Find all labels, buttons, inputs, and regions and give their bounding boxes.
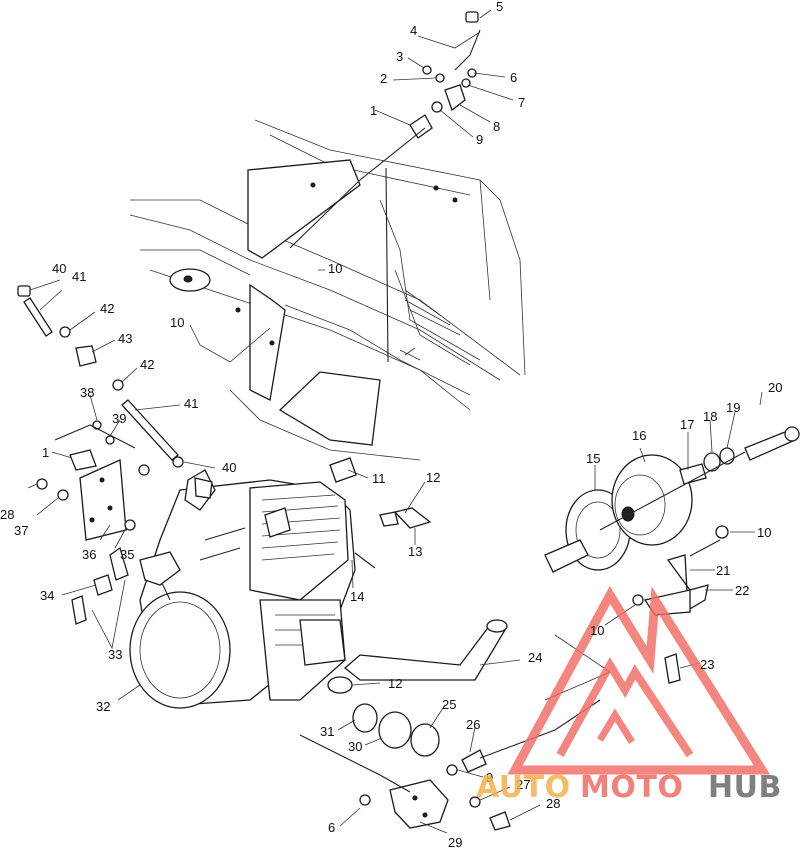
callout-19: 19: [726, 400, 741, 415]
callout-32: 32: [96, 699, 111, 714]
callout-13: 13: [408, 544, 423, 559]
callout-9: 9: [486, 770, 494, 785]
callout-24: 24: [528, 650, 543, 665]
callout-16: 16: [632, 428, 647, 443]
callout-1: 1: [370, 103, 378, 118]
callout-3: 3: [396, 49, 404, 64]
callout-4: 4: [410, 23, 418, 38]
callout-40: 40: [222, 460, 237, 475]
callout-39: 39: [112, 411, 127, 426]
callout-27: 27: [516, 777, 531, 792]
callout-5: 5: [496, 0, 504, 14]
callout-7: 7: [518, 95, 526, 110]
callout-40: 40: [52, 261, 67, 276]
callout-12: 12: [388, 676, 403, 691]
left-small-parts: [17, 285, 184, 476]
callout-1: 1: [42, 445, 50, 460]
frame-outline: [129, 119, 526, 461]
callout-14: 14: [350, 589, 365, 604]
callout-12: 12: [426, 470, 441, 485]
callout-31: 31: [320, 724, 335, 739]
throttle-cable-assembly: [289, 11, 481, 363]
callout-10: 10: [328, 261, 343, 276]
watermark-logo-icon: [507, 586, 771, 775]
left-mount-bracket: [36, 459, 136, 625]
callout-34: 34: [40, 588, 55, 603]
leader-lines: [27, 9, 763, 834]
callout-23: 23: [700, 657, 715, 672]
callout-28: 28: [546, 796, 561, 811]
intake-hose-group: [327, 457, 508, 757]
callout-37: 37: [14, 523, 29, 538]
callout-41: 41: [184, 396, 199, 411]
drive-clutch-group: [544, 426, 800, 573]
callout-6: 6: [510, 70, 518, 85]
watermark-word-moto: MOTO: [580, 770, 684, 805]
callout-26: 26: [466, 717, 481, 732]
callout-33: 33: [108, 647, 123, 662]
callout-9: 9: [476, 132, 484, 147]
callout-15: 15: [586, 451, 601, 466]
callout-17: 17: [680, 417, 695, 432]
watermark-word-hub: HUB: [708, 770, 782, 805]
callout-38: 38: [80, 385, 95, 400]
callout-29: 29: [448, 835, 463, 849]
callout-35: 35: [120, 547, 135, 562]
callout-18: 18: [703, 409, 718, 424]
callout-42: 42: [100, 301, 115, 316]
callout-10: 10: [590, 623, 605, 638]
callout-11: 11: [372, 471, 386, 486]
callout-28: 28: [0, 507, 15, 522]
callout-22: 22: [735, 583, 750, 598]
callout-36: 36: [82, 547, 97, 562]
callout-41: 41: [72, 269, 87, 284]
callout-25: 25: [442, 697, 457, 712]
callout-42: 42: [140, 357, 155, 372]
watermark-word-auto: AUTO: [476, 770, 571, 805]
callout-30: 30: [348, 739, 363, 754]
callout-21: 21: [716, 563, 731, 578]
callout-2: 2: [380, 71, 388, 86]
callout-43: 43: [118, 331, 133, 346]
callout-10: 10: [757, 525, 772, 540]
callout-10: 10: [170, 315, 185, 330]
callout-6: 6: [328, 820, 336, 835]
recoil-starter: [129, 551, 231, 709]
callout-8: 8: [493, 119, 501, 134]
bottom-bracket: [299, 699, 601, 831]
callout-20: 20: [768, 380, 783, 395]
